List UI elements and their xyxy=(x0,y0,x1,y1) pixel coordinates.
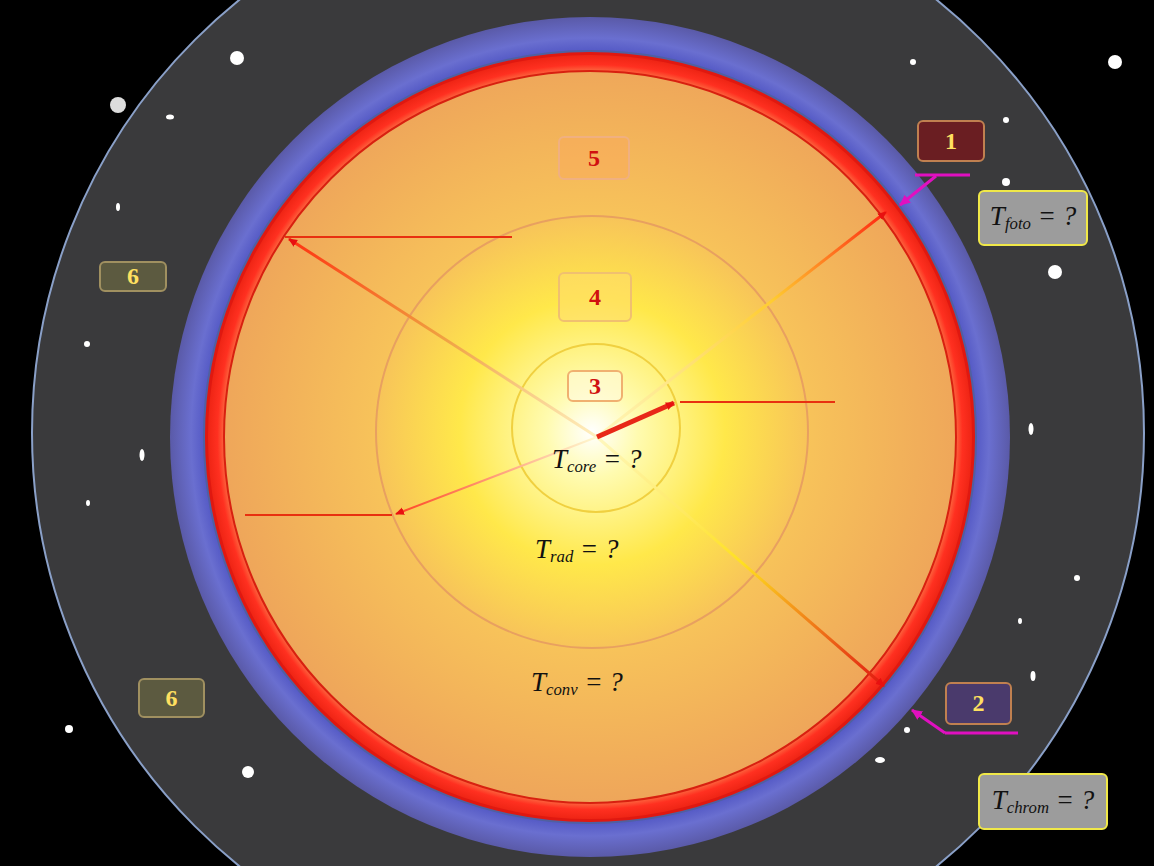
callout-text: 2 xyxy=(973,690,985,717)
symbol: T xyxy=(552,444,567,474)
callout-text: 6 xyxy=(166,685,178,712)
callout-number: 1 xyxy=(917,120,985,162)
callout-number: 5 xyxy=(558,136,630,180)
subscript: foto xyxy=(1005,215,1031,234)
temperature-label: Trad = ? xyxy=(535,534,619,567)
formula-rest: = ? xyxy=(596,444,641,474)
callout-number: 6 xyxy=(99,261,167,292)
callout-text: 5 xyxy=(588,145,600,172)
callout-number: 2 xyxy=(945,682,1012,725)
callout-number: 4 xyxy=(558,272,632,322)
subscript: core xyxy=(567,457,596,476)
callout-text: 3 xyxy=(589,373,601,400)
formula-rest: = ? xyxy=(573,534,618,564)
callout-text: 1 xyxy=(945,128,957,155)
temperature-label: Tcore = ? xyxy=(552,444,641,477)
symbol: T xyxy=(992,785,1007,815)
symbol: T xyxy=(535,534,550,564)
temperature-label: Tfoto = ? xyxy=(990,201,1076,234)
formula-rest: = ? xyxy=(1031,201,1076,231)
callout-text: 4 xyxy=(589,284,601,311)
temperature-box: Tchrom = ? xyxy=(978,773,1108,830)
subscript: conv xyxy=(546,680,578,699)
callout-number: 3 xyxy=(567,370,623,402)
formula-rest: = ? xyxy=(1049,785,1094,815)
symbol: T xyxy=(531,667,546,697)
subscript: rad xyxy=(550,547,573,566)
formula-rest: = ? xyxy=(578,667,623,697)
subscript: chrom xyxy=(1007,798,1049,817)
temperature-box: Tfoto = ? xyxy=(978,190,1088,246)
temperature-label: Tchrom = ? xyxy=(992,785,1094,818)
callout-text: 6 xyxy=(127,263,139,290)
symbol: T xyxy=(990,201,1005,231)
temperature-label: Tconv = ? xyxy=(531,667,623,700)
callout-number: 6 xyxy=(138,678,205,718)
